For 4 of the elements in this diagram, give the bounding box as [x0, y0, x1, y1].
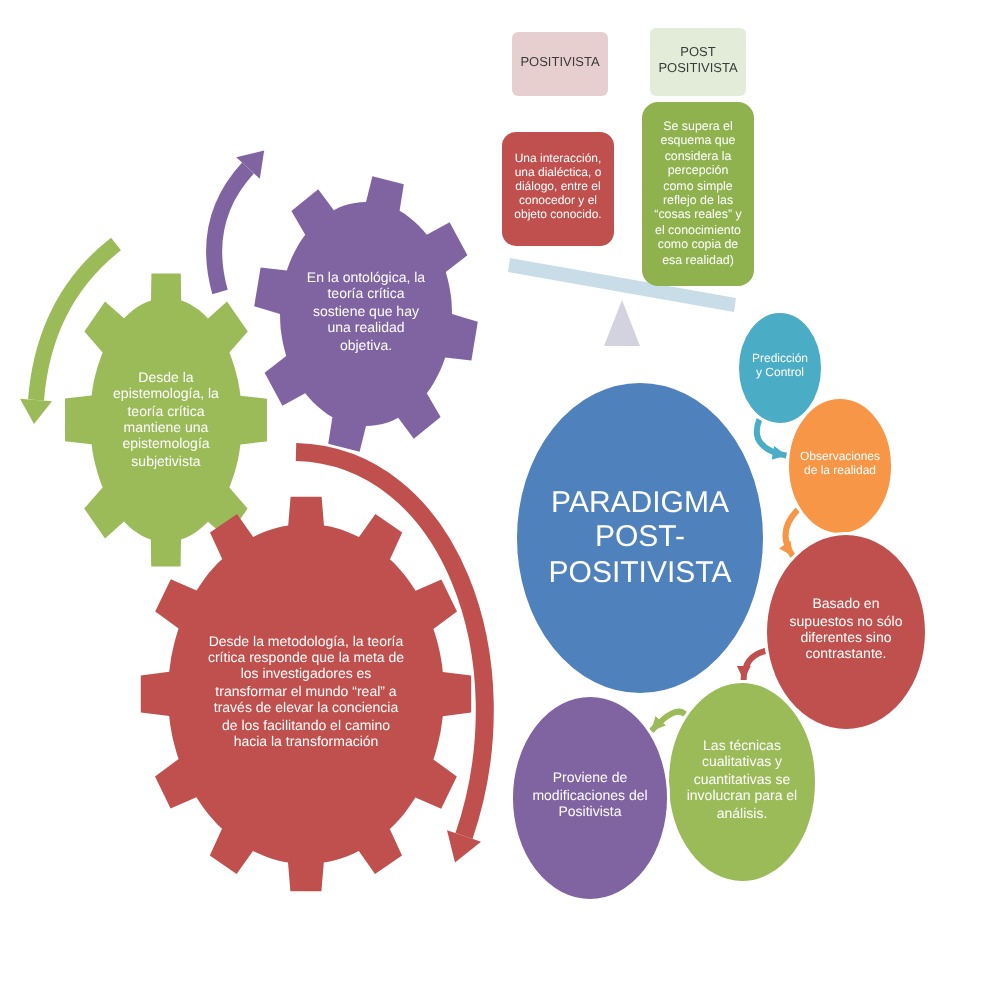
arrow: [737, 648, 767, 681]
arrow: [779, 507, 801, 558]
node-text: PARADIGMA POST- POSITIVISTA: [546, 486, 734, 590]
arrow: [649, 708, 687, 734]
